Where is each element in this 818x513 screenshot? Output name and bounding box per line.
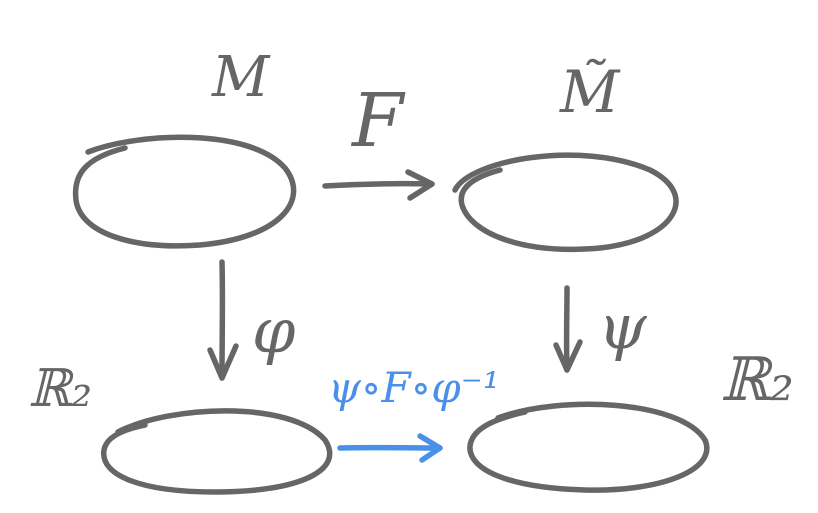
label-r2-right: ℝ₂ (720, 345, 794, 415)
arrow-psi (553, 285, 583, 373)
arrow-phi (207, 259, 239, 381)
label-phi: φ (252, 294, 296, 367)
manifold-m-oval (72, 134, 297, 249)
label-f: F (350, 78, 406, 164)
label-composite: ψ∘F∘φ⁻¹ (328, 363, 500, 412)
plane-left-oval (101, 408, 333, 495)
arrow-composite (337, 433, 443, 463)
manifold-m-tilde-oval (452, 152, 679, 252)
arrow-f (322, 169, 435, 201)
label-m-tilde: M̃ (559, 57, 621, 126)
label-m: M (211, 45, 271, 110)
label-psi: ψ (598, 290, 648, 363)
label-r2-left: ℝ₂ (28, 359, 92, 419)
plane-right-oval (467, 401, 710, 493)
